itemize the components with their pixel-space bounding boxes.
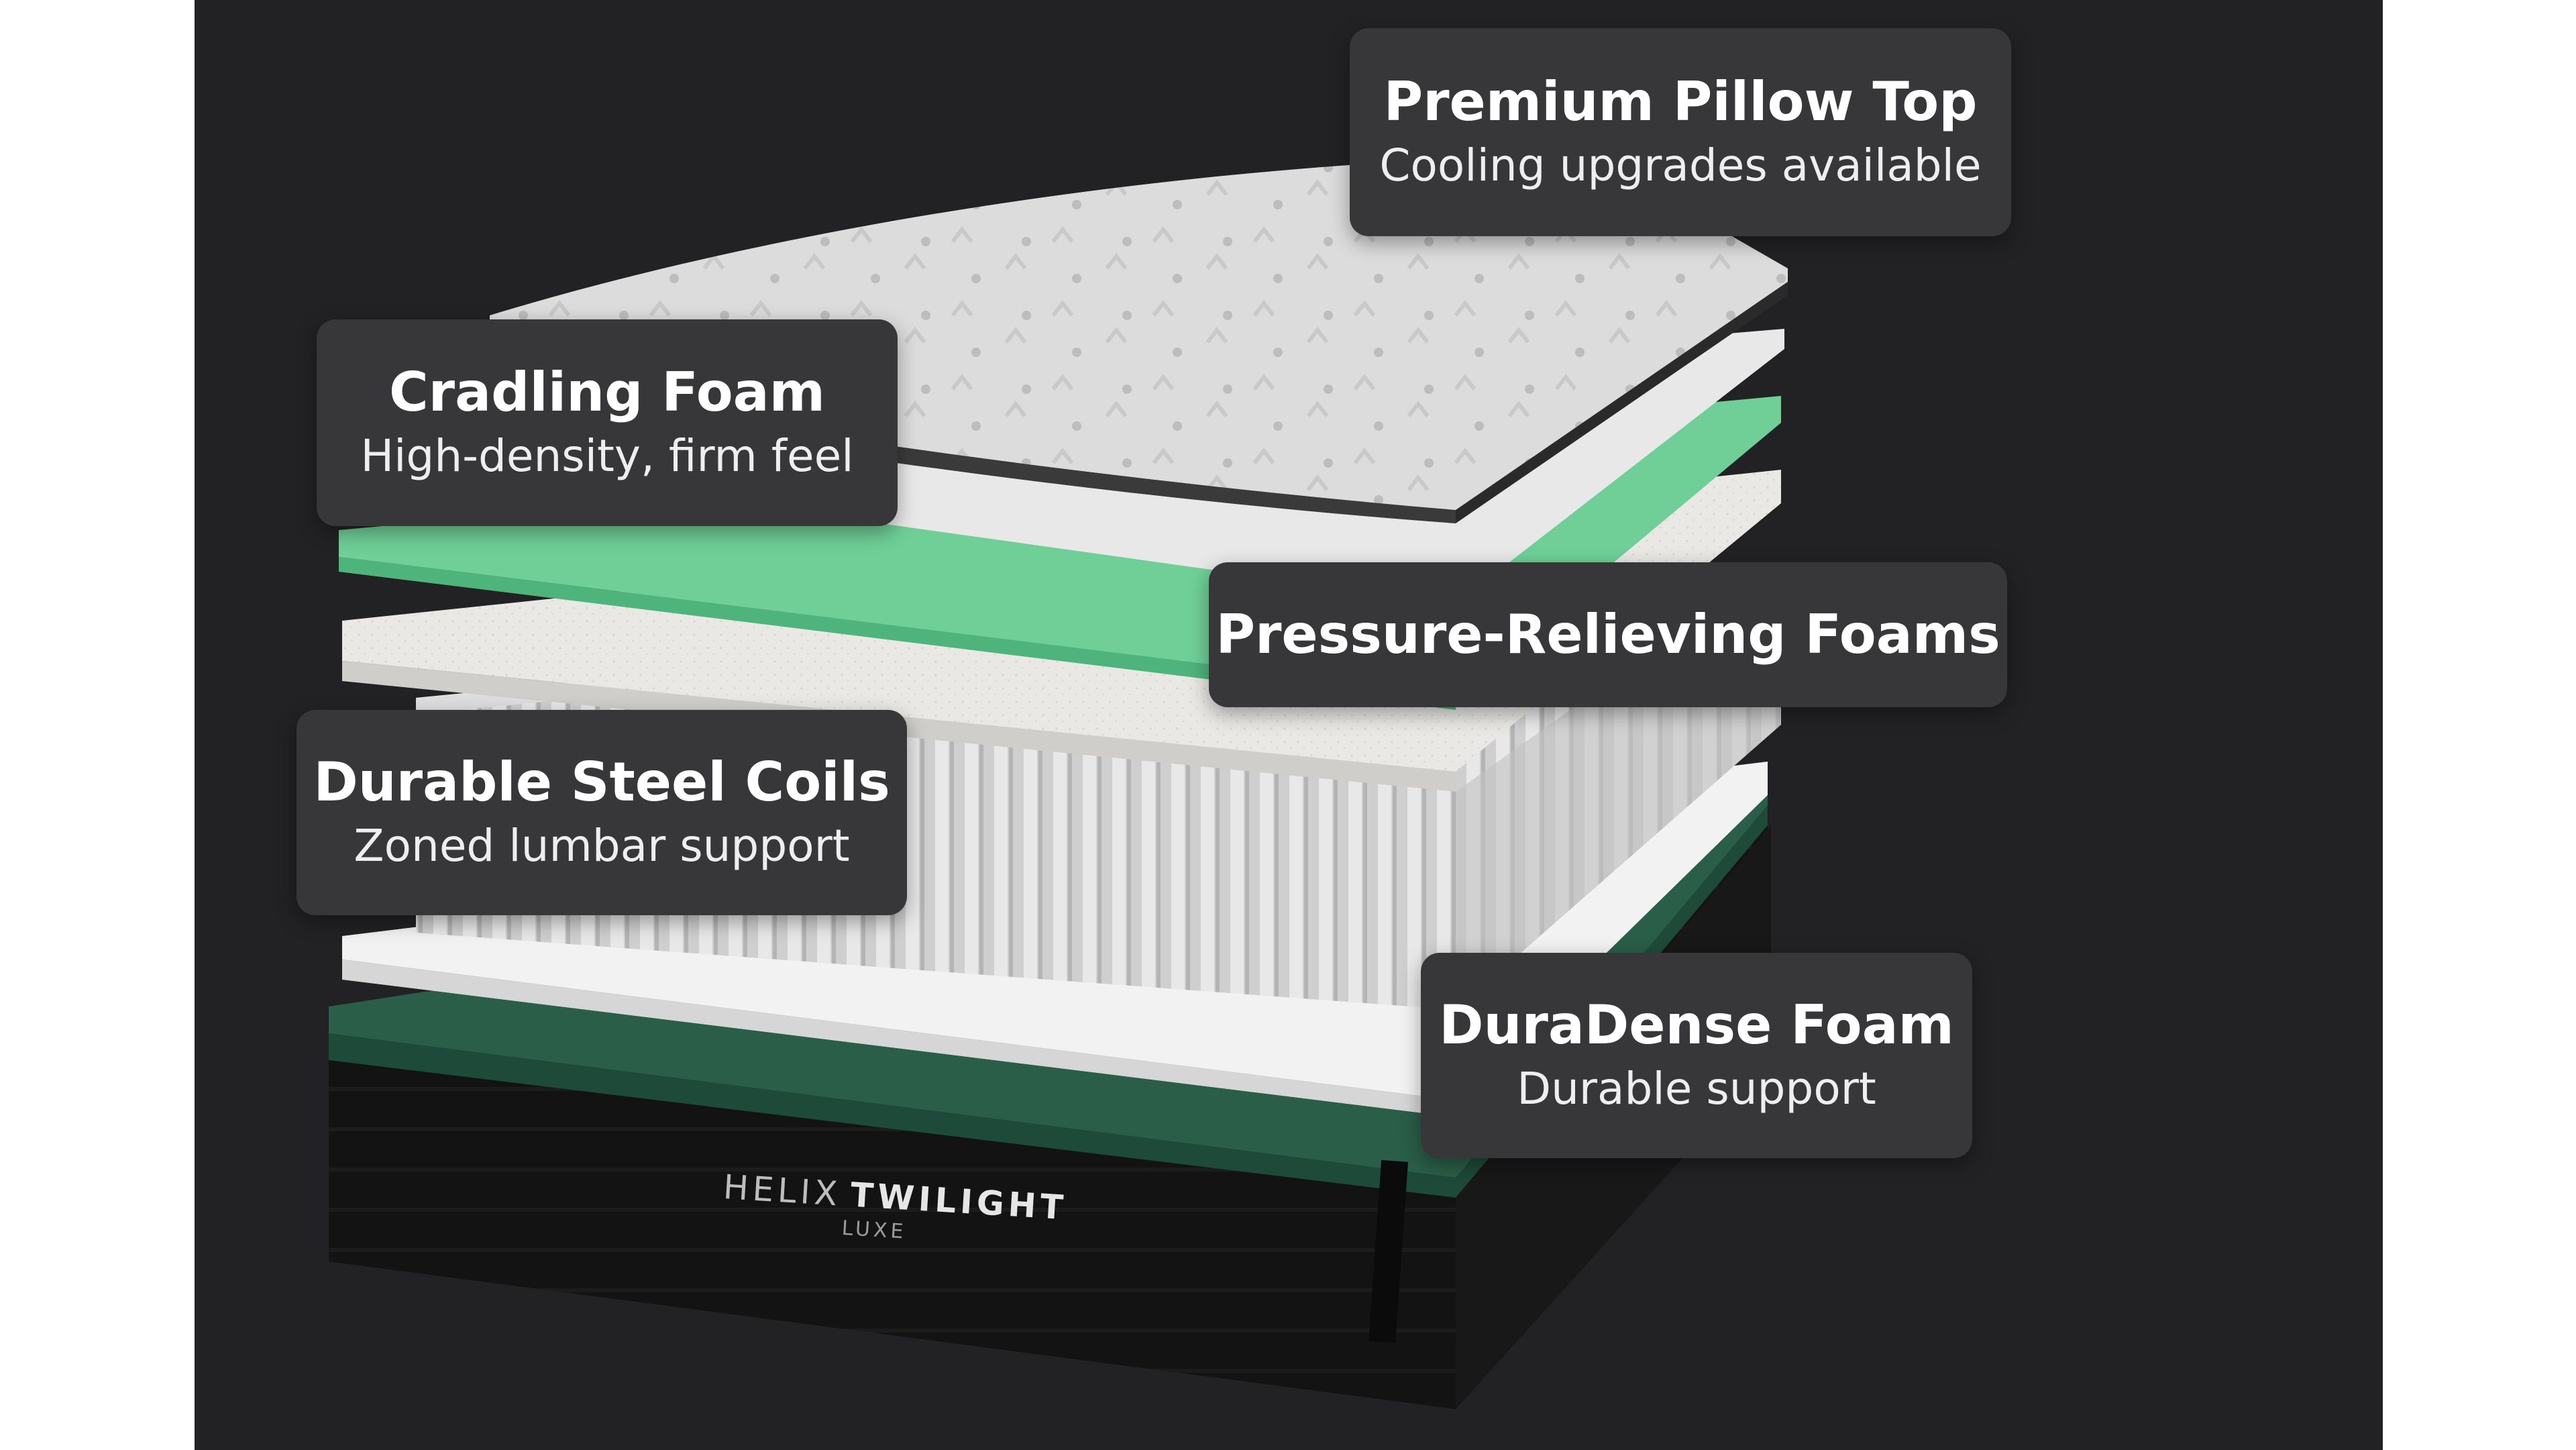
callout-title: Pressure-Relieving Foams [1216, 603, 2000, 666]
callout-title: Premium Pillow Top [1383, 70, 1978, 134]
brand-name-light: HELIX [722, 1168, 843, 1214]
callout-title: Cradling Foam [388, 361, 826, 424]
callout-subtitle: Durable support [1517, 1063, 1876, 1115]
mattress-diagram: Premium Pillow Top Cooling upgrades avai… [195, 0, 2383, 1450]
callout-cradling-foam: Cradling Foam High-density, firm feel [317, 319, 898, 526]
callout-subtitle: High-density, firm feel [360, 430, 854, 482]
callout-duradense-foam: DuraDense Foam Durable support [1421, 953, 1972, 1158]
callout-premium-pillow-top: Premium Pillow Top Cooling upgrades avai… [1350, 28, 2011, 236]
callout-durable-steel-coils: Durable Steel Coils Zoned lumbar support [297, 710, 907, 915]
callout-subtitle: Zoned lumbar support [354, 820, 850, 872]
callout-subtitle: Cooling upgrades available [1379, 140, 1982, 192]
callout-title: DuraDense Foam [1439, 994, 1954, 1057]
callout-pressure-relieving-foams: Pressure-Relieving Foams [1209, 562, 2007, 707]
callout-title: Durable Steel Coils [313, 751, 890, 814]
